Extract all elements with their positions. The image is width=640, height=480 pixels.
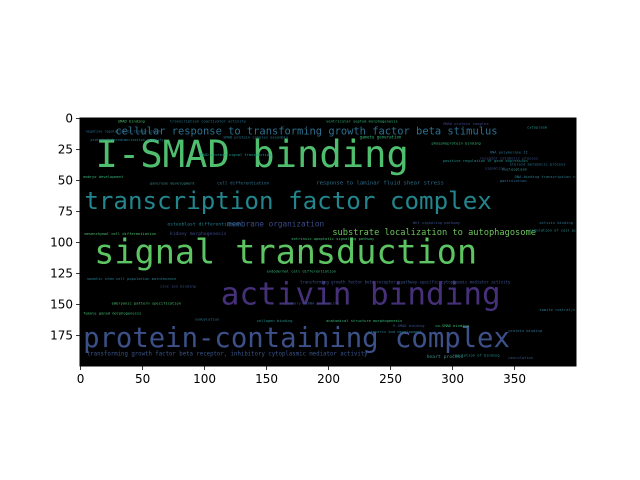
y-tick-label-5: 125 bbox=[50, 267, 73, 281]
y-tick-label-7: 175 bbox=[50, 329, 73, 343]
x-tick-label-1: 50 bbox=[135, 372, 150, 386]
word-1: transcription factor complex bbox=[84, 187, 491, 215]
y-tick-label-2: 50 bbox=[58, 174, 73, 188]
word-22: protein heterodimerization activity bbox=[91, 138, 164, 142]
word-5: cellular response to transforming growth… bbox=[115, 126, 497, 138]
word-cloud-canvas bbox=[80, 118, 576, 366]
word-48: anatomical structure morphogenesis bbox=[326, 319, 402, 323]
word-20: ventricular septum morphogenesis bbox=[326, 119, 398, 123]
word-49: R-SMAD binding bbox=[393, 324, 424, 328]
x-tick-label-0: 0 bbox=[77, 372, 85, 386]
axes-frame bbox=[79, 117, 577, 367]
word-0: I-SMAD binding bbox=[96, 132, 409, 176]
word-19: transcription coactivator activity bbox=[170, 119, 247, 123]
x-tick-label-4: 200 bbox=[317, 372, 340, 386]
word-41: transforming growth factor beta receptor… bbox=[300, 280, 511, 285]
word-37: Wnt signaling pathway bbox=[413, 221, 461, 225]
word-40: endodermal cell differentiation bbox=[267, 269, 336, 273]
x-tick-label-5: 250 bbox=[379, 372, 402, 386]
word-13: SMAD protein complex bbox=[443, 121, 490, 126]
word-16: SMAD protein complex assembly bbox=[223, 135, 289, 139]
word-7: membrane organization bbox=[227, 220, 324, 229]
word-26: cytoplasm bbox=[527, 126, 548, 130]
word-24: RNA polymerase II bbox=[490, 150, 528, 154]
word-4: protein-containing complex bbox=[83, 323, 510, 354]
word-12: heart process bbox=[427, 354, 464, 360]
word-17: phosphoprotein binding bbox=[432, 142, 481, 146]
word-36: extrinsic apoptotic signaling pathway bbox=[291, 237, 375, 241]
word-25: nucleoplasm bbox=[502, 168, 527, 172]
word-32: gastrulation bbox=[500, 179, 527, 183]
word-34: pancreas development bbox=[150, 181, 195, 185]
word-50: co-SMAD binding bbox=[435, 324, 469, 328]
x-axis: 0 50 100 150 200 250 300 350 bbox=[77, 366, 526, 386]
y-tick-label-1: 25 bbox=[58, 143, 73, 157]
word-23: SMAD protein signal transduction bbox=[200, 153, 272, 157]
word-53: neurulation bbox=[508, 356, 533, 360]
word-51: ureteric bud development bbox=[368, 330, 422, 334]
word-47: collagen binding bbox=[257, 319, 293, 323]
x-tick-label-2: 100 bbox=[193, 372, 216, 386]
word-52: protein binding bbox=[508, 329, 542, 333]
word-44: embryonic pattern specification bbox=[112, 302, 181, 306]
word-31: positive regulation of gene expression bbox=[443, 159, 528, 163]
word-38: activin binding bbox=[539, 221, 573, 225]
word-15: gamete generation bbox=[360, 134, 402, 139]
y-tick-label-0: 0 bbox=[65, 112, 73, 126]
word-29: signaling bbox=[485, 166, 505, 170]
word-39: regulation of cell population proliferat… bbox=[530, 228, 626, 232]
word-45: primary miRNA processing bbox=[285, 302, 339, 306]
word-14: cell differentiation bbox=[217, 180, 270, 186]
word-9: kidney morphogenesis bbox=[170, 231, 227, 237]
y-tick-label-3: 75 bbox=[58, 205, 73, 219]
word-35: mesenchymal cell differentiation bbox=[84, 232, 156, 236]
word-55: regulation of binding bbox=[453, 354, 500, 358]
word-56: female gonad morphogenesis bbox=[83, 312, 141, 316]
word-28: steroid metabolic process bbox=[510, 163, 566, 167]
word-54: somite rostral/caudal axis specification bbox=[539, 308, 629, 312]
word-42: somatic stem cell population maintenance bbox=[87, 277, 177, 281]
word-46: sumoylation bbox=[195, 318, 220, 322]
word-18: SMAD binding bbox=[118, 119, 145, 123]
word-8: response to laminar fluid shear stress bbox=[316, 180, 444, 186]
word-3: activin binding bbox=[221, 277, 501, 313]
word-2: signal transduction bbox=[94, 233, 477, 272]
x-tick-label-3: 150 bbox=[255, 372, 278, 386]
x-tick-label-7: 350 bbox=[503, 372, 526, 386]
word-10: osteoblast differentiation bbox=[167, 221, 241, 227]
y-tick-label-4: 100 bbox=[50, 236, 73, 250]
x-tick-label-6: 300 bbox=[441, 372, 464, 386]
word-21: negative regulation of transcription bbox=[86, 129, 161, 133]
word-6: substrate localization to autophagosome bbox=[332, 228, 536, 238]
word-33: embryo development bbox=[83, 175, 123, 179]
word-43: zinc ion binding bbox=[160, 284, 196, 288]
y-axis: 0 25 50 75 100 125 150 175 bbox=[50, 112, 80, 343]
y-tick-label-6: 150 bbox=[50, 298, 73, 312]
word-30: DNA-binding transcription repressor acti… bbox=[515, 175, 614, 179]
word-11: transforming growth factor beta receptor… bbox=[87, 351, 368, 357]
word-cloud-words: I-SMAD binding transcription factor compl… bbox=[83, 119, 629, 360]
word-27: receptor catabolic process bbox=[480, 157, 538, 161]
